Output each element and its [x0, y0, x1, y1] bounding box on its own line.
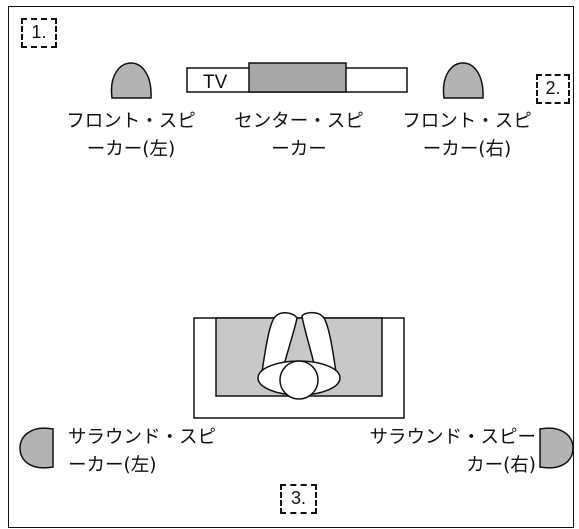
- sofa-with-listener-icon: [193, 311, 405, 419]
- front-right-speaker-icon: [442, 62, 484, 99]
- tv-label: TV: [203, 72, 228, 93]
- surround-right-speaker-label: サラウンド・スピー カー(右): [369, 427, 536, 476]
- room-outline: [8, 6, 574, 528]
- tv-screen: [248, 62, 347, 93]
- surround-right-speaker-icon: [539, 427, 574, 469]
- position-marker-1: 1.: [21, 18, 57, 48]
- front-left-speaker-label: フロント・スピ ーカー(左): [66, 111, 196, 160]
- front-left-speaker-icon: [110, 62, 152, 99]
- surround-left-speaker-label: サラウンド・スピ ーカー(左): [68, 427, 217, 476]
- surround-left-speaker-icon: [19, 427, 54, 469]
- position-marker-2: 2.: [536, 74, 570, 104]
- center-speaker-label: センター・スピ ーカー: [234, 111, 364, 160]
- front-right-speaker-label: フロント・スピ ーカー(右): [402, 111, 532, 160]
- position-marker-3: 3.: [280, 484, 317, 514]
